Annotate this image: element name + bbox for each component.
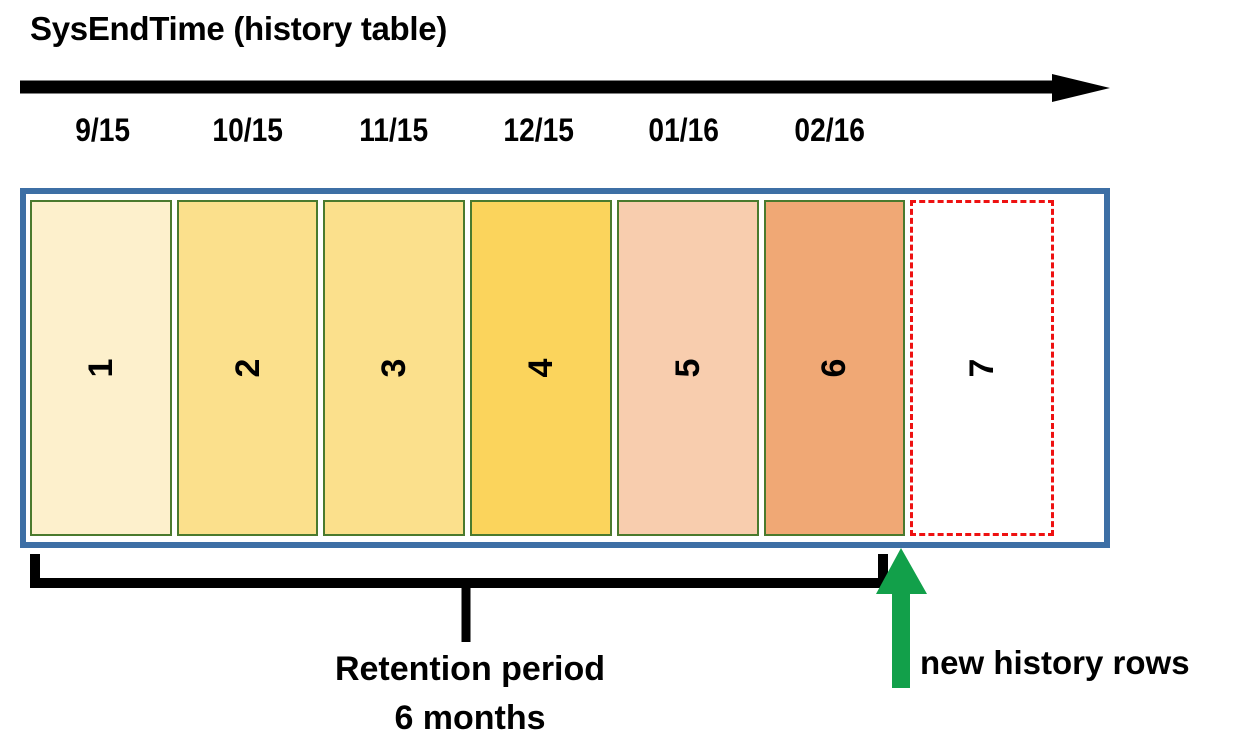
partition-5[interactable]: 5 <box>616 200 759 536</box>
partition-3[interactable]: 3 <box>323 200 466 536</box>
partition-label: 6 <box>815 358 854 378</box>
partition-row: 1 2 3 4 5 6 7 <box>30 200 1055 536</box>
partition-7-pending[interactable]: 7 <box>910 200 1055 536</box>
retention-line-1: Retention period <box>334 650 606 688</box>
partition-label: 5 <box>668 358 707 378</box>
retention-caption: Retention period 6 months <box>250 645 690 744</box>
partition-label: 1 <box>81 358 120 378</box>
partition-label: 4 <box>522 358 561 378</box>
partition-1[interactable]: 1 <box>30 200 172 536</box>
retention-line-2: 6 months <box>394 699 546 738</box>
timeline-date-labels: 9/15 10/15 11/15 12/15 01/16 02/16 <box>30 112 902 158</box>
partition-label: 3 <box>375 358 414 378</box>
partition-2[interactable]: 2 <box>176 200 319 536</box>
timeline-axis-arrow-icon <box>20 74 1110 102</box>
date-label-3: 11/15 <box>358 112 428 148</box>
new-history-rows-label: new history rows <box>920 644 1190 681</box>
partition-label: 2 <box>228 358 267 378</box>
date-label-5: 01/16 <box>648 112 720 148</box>
date-label-6: 02/16 <box>794 112 865 148</box>
date-label-2: 10/15 <box>212 112 284 148</box>
partition-4[interactable]: 4 <box>470 200 612 536</box>
partition-6[interactable]: 6 <box>763 200 906 536</box>
retention-bracket <box>30 554 888 642</box>
date-label-4: 12/15 <box>503 112 574 148</box>
up-arrow-icon <box>876 548 927 688</box>
page-title: SysEndTime (history table) <box>30 10 448 47</box>
partition-label: 7 <box>963 358 1002 378</box>
date-label-1: 9/15 <box>75 112 131 148</box>
